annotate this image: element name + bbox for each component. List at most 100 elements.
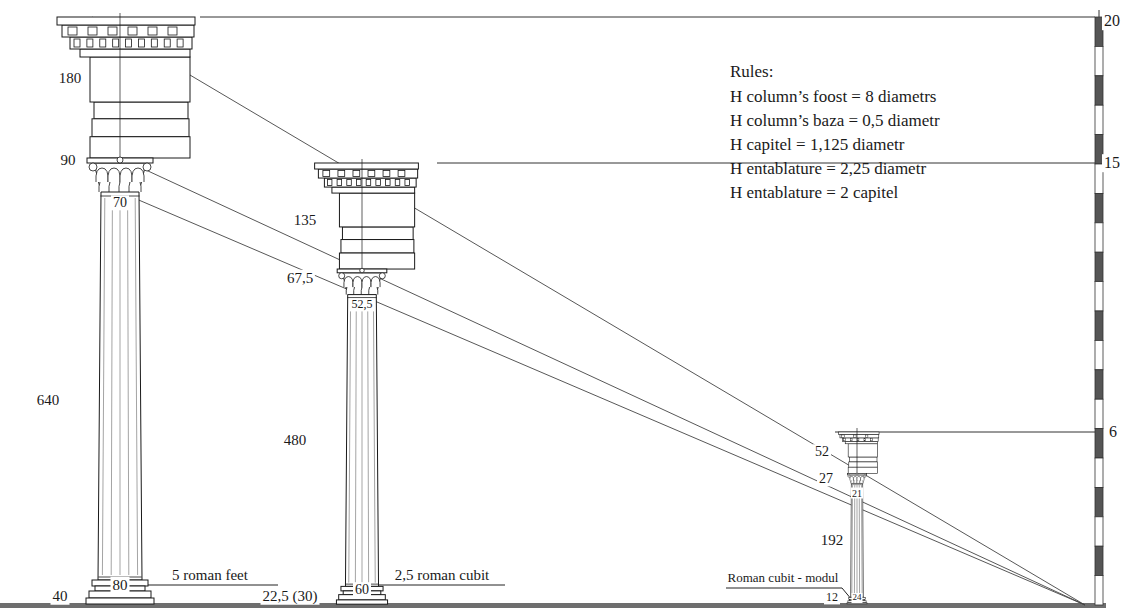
column-part [339,253,414,269]
column-part [853,435,856,437]
column-part [113,39,119,47]
column-part [383,171,390,177]
column-part [338,171,345,177]
column-part [62,25,194,37]
column-part [859,485,860,596]
column-part [861,485,863,596]
volute [143,163,151,171]
corinthian-column [838,428,879,604]
acanthus-leaf [371,277,380,288]
rule-line: H column’s baza = 0,5 diametr [728,112,942,131]
column-part [345,295,378,587]
scale-segment [1095,105,1103,134]
column-part [318,169,417,178]
scale-segment [1095,546,1103,575]
column-part [865,435,868,437]
column-part [100,39,106,47]
scale-segment [1095,76,1103,105]
column-part [373,299,375,583]
column-part [355,299,357,583]
dimension: 12 [824,591,840,604]
unit-note: 2,5 roman cubit [393,567,492,584]
column-part [342,227,413,240]
ground-line [0,603,1106,608]
acanthus-leaf [344,277,353,288]
column-part [349,299,351,583]
column-part [337,269,387,273]
column-part [98,192,142,580]
column-part [362,299,363,583]
scale-tip [1099,10,1100,17]
column-part [398,171,405,177]
scale-number: 15 [1102,154,1122,172]
dimension: 480 [282,432,309,449]
column-part [315,163,419,169]
rule-line: H entablature = 2,25 diametr [728,160,928,179]
column-part [857,485,858,596]
rule-line: H capitel = 1,125 diametr [728,136,906,155]
scale-segment [1095,193,1103,222]
rosette [856,473,858,475]
unit-note: 5 roman feet [170,567,250,584]
dimension: 52,5 [350,298,375,311]
rule-line: H entablature = 2 capitel [728,184,900,203]
rosette [117,157,123,163]
corinthian-column [57,13,195,604]
rule-line: H column’s foost = 8 diametrs [728,88,938,107]
scale-segment [1095,282,1103,311]
column-part [395,180,400,186]
unit-note: Roman cubit - modul [726,571,841,585]
acanthus-leaf [850,476,854,480]
scale-bar [1095,10,1103,605]
acanthus-leaf [120,168,132,182]
column-part [92,119,189,137]
volute [379,273,385,279]
acanthus-leaf [96,168,108,182]
acanthus-leaf [108,168,120,182]
column-part [87,158,153,163]
scale-number: 20 [1102,12,1122,30]
column-part [128,198,129,575]
column-part [94,163,146,192]
column-part [847,473,866,474]
column-part [376,180,381,186]
column-part [849,475,864,484]
column-part [148,27,157,35]
scale-segment [1095,429,1103,458]
corinthian-column [315,159,419,604]
column-part [838,432,879,434]
column-part [327,180,332,186]
column-part [108,27,117,35]
column-part [135,198,137,575]
column-part [90,137,190,158]
volute [864,475,866,477]
dimension: 52 [813,444,831,459]
column-part [88,27,97,35]
column-part [120,198,121,575]
column-part [851,483,864,597]
dimension: 135 [292,212,319,229]
column-part [339,193,414,227]
scale-segment [1095,311,1103,340]
acanthus-leaf [362,277,371,288]
column-part [102,198,104,575]
column-part [851,484,862,485]
column-part [164,39,170,47]
acanthus-leaf [860,476,864,480]
column-part [86,598,154,604]
column-part [848,467,877,473]
scale-segment [1095,223,1103,252]
acanthus-leaf [857,476,861,480]
dimension: 67,5 [285,270,315,287]
column-part [871,438,873,440]
column-part [111,198,112,575]
column-part [850,438,852,440]
dimension-underlines [140,585,852,600]
scale-segment [1095,517,1103,546]
dimension: 640 [35,392,62,409]
column-part [80,49,190,57]
column-part [851,485,853,596]
scale-segment [1095,487,1103,516]
column-part [847,603,867,604]
column-part [74,39,80,47]
